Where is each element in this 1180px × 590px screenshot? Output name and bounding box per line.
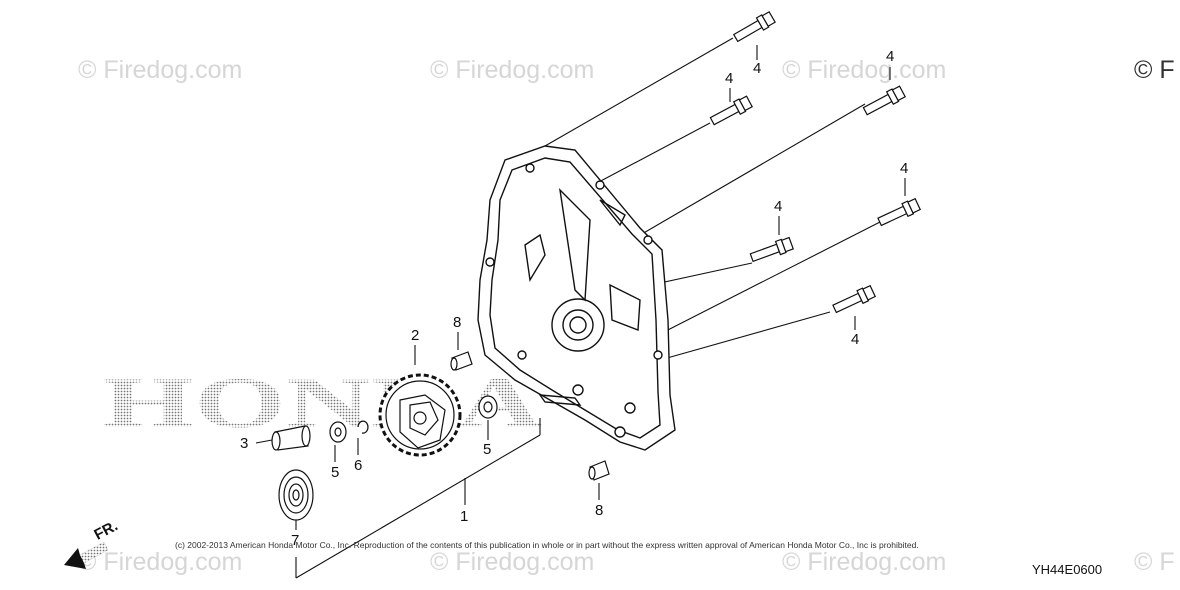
honda-logo: HONDA: [102, 363, 542, 443]
side-cover: [477, 145, 676, 451]
bolt: [732, 10, 776, 43]
callout-dowel-pin: 8: [453, 314, 462, 331]
watermark: © Firedog.com: [782, 56, 947, 84]
dowel-pin: [588, 460, 610, 481]
callout-bolt: 4: [851, 331, 860, 348]
callout-bolt: 4: [725, 70, 734, 87]
watermark: © Firedog.com: [430, 56, 595, 84]
callout-shaft: 3: [240, 435, 249, 452]
callout-washer: 5: [483, 441, 492, 458]
diagram-code: YH44E0600: [1032, 562, 1103, 577]
bearing: [278, 469, 314, 521]
watermark: © Firedog.com: [78, 56, 243, 84]
callout-bolt: 4: [774, 198, 783, 215]
watermark: © Firedog.com: [430, 548, 595, 576]
callout-bolt: 4: [753, 60, 762, 77]
washer: [478, 395, 498, 419]
bolt: [709, 95, 753, 126]
callout-cover-assembly: 1: [460, 508, 469, 525]
callout-dowel-pin: 8: [595, 502, 604, 519]
callout-bolt: 4: [900, 160, 909, 177]
washer: [329, 421, 347, 443]
callout-clip: 6: [354, 457, 363, 474]
clip: [357, 420, 369, 434]
watermark: © F: [1134, 548, 1175, 576]
callout-bolt: 4: [886, 48, 895, 65]
shaft: [271, 425, 311, 451]
bolt: [862, 85, 906, 116]
watermark: © Firedog.com: [782, 548, 947, 576]
dowel-pin: [450, 351, 473, 371]
bolt: [877, 197, 922, 227]
bolt: [749, 236, 794, 263]
callout-gear: 2: [411, 327, 420, 344]
callout-bearing: 7: [291, 532, 300, 549]
front-direction-arrow-icon: [64, 542, 108, 569]
copyright-notice: (c) 2002-2013 American Honda Motor Co., …: [175, 540, 919, 550]
gear: [378, 373, 462, 457]
callout-washer: 5: [331, 464, 340, 481]
bolts: [709, 10, 922, 314]
watermark: © F: [1134, 56, 1175, 84]
bolt: [832, 284, 877, 314]
watermark: © Firedog.com: [78, 548, 243, 576]
